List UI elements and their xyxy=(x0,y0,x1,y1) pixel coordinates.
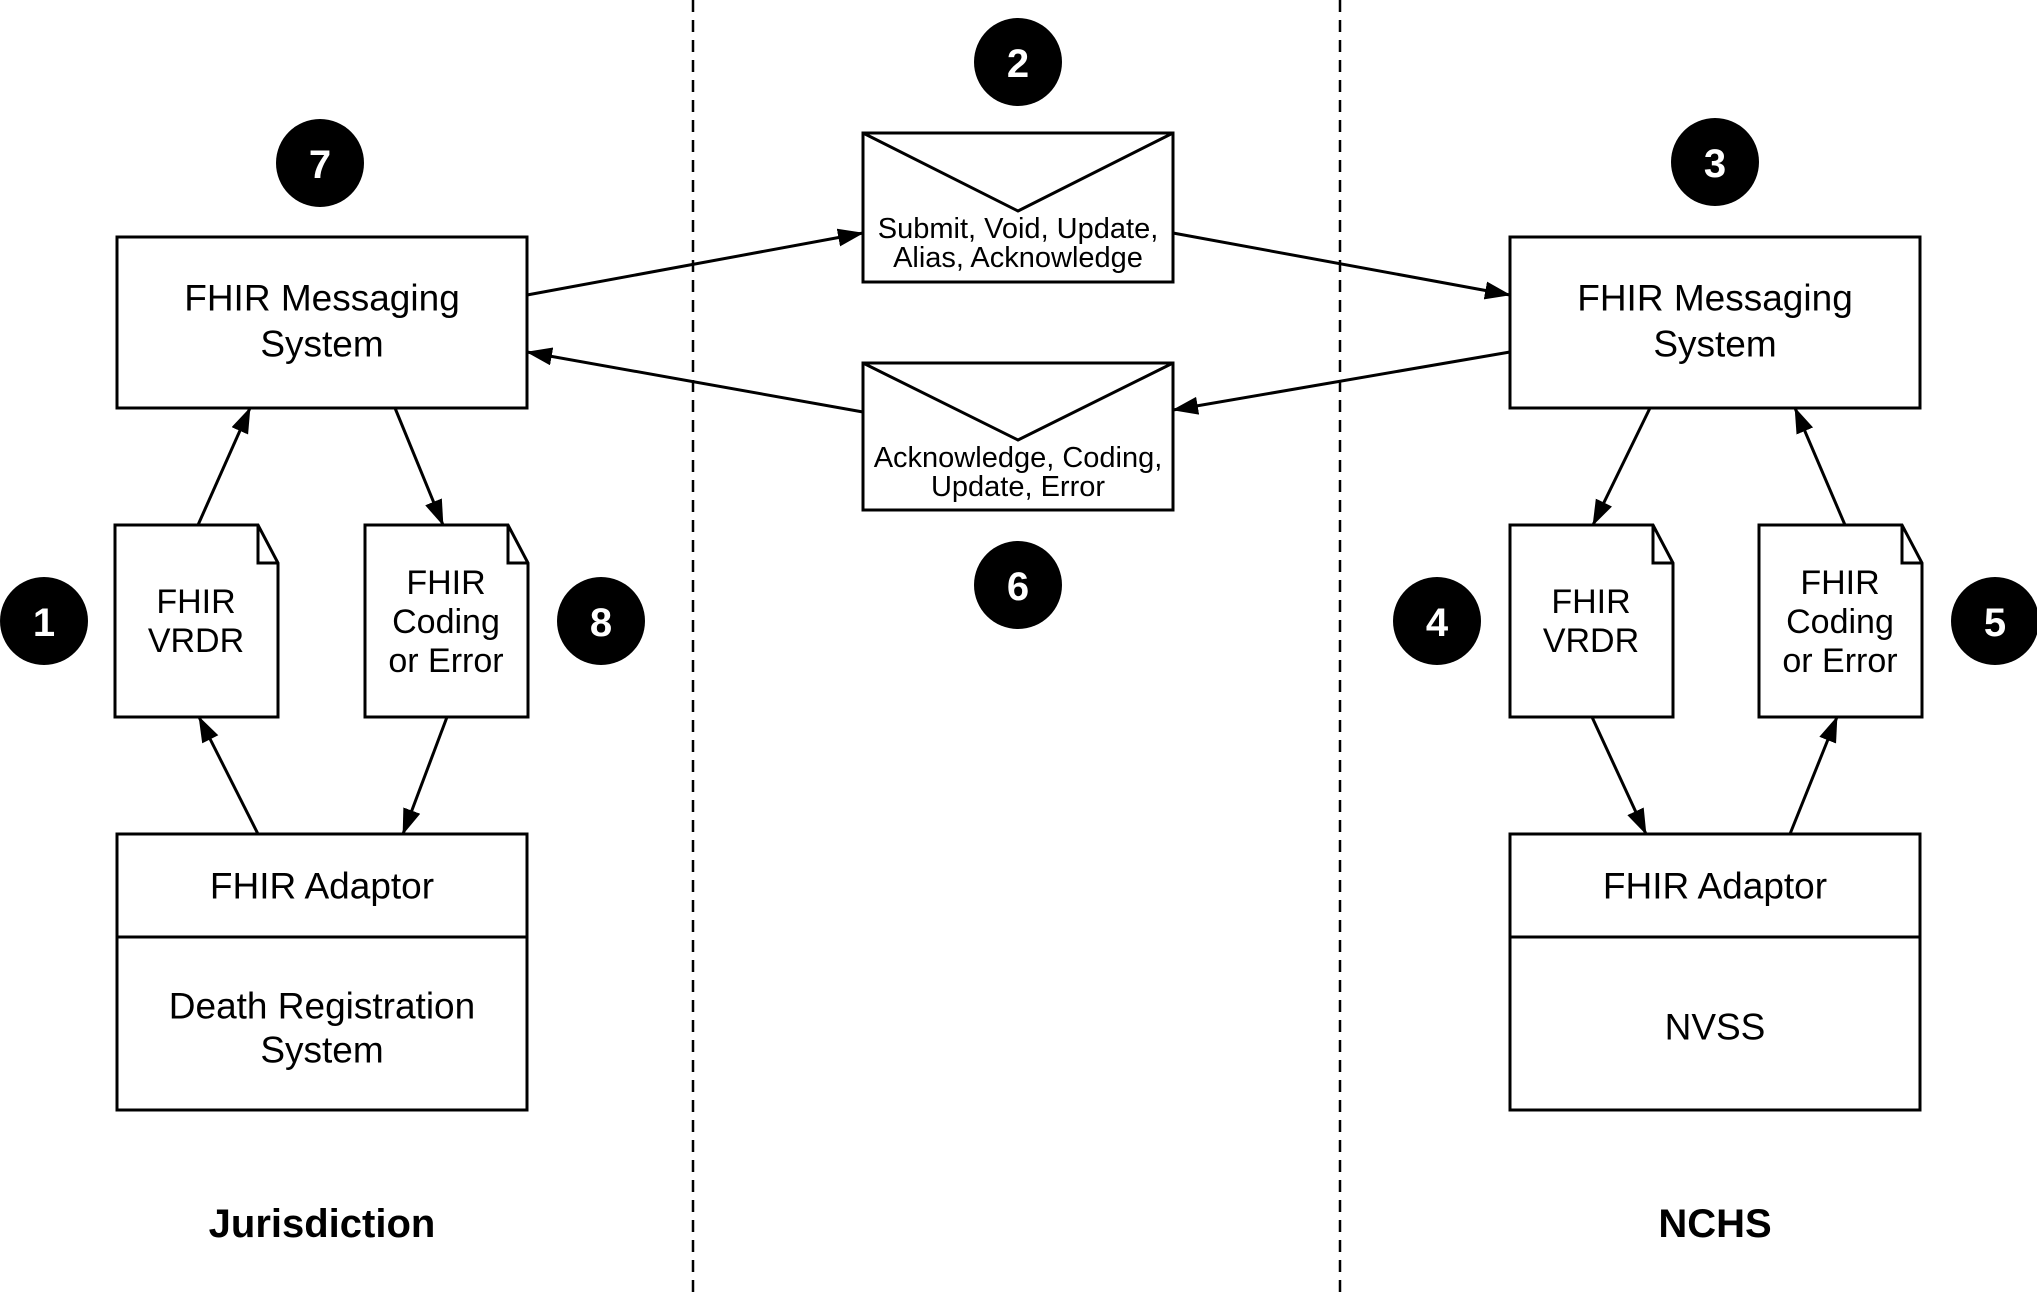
nchs-vrdr-label-line1: FHIR xyxy=(1551,583,1630,621)
step-badge-7: 7 xyxy=(276,119,364,207)
step-number: 8 xyxy=(590,601,612,645)
nchs-vrdr-document: FHIR VRDR xyxy=(1508,523,1675,719)
document-fold-icon xyxy=(1651,525,1673,565)
arrow-response-envelope-to-jurisdiction xyxy=(526,347,864,414)
step-badge-6: 6 xyxy=(974,541,1062,629)
step-badge-2: 2 xyxy=(974,18,1062,106)
document-fold-icon xyxy=(506,525,528,565)
arrow-coding-to-nchs-messaging xyxy=(1793,407,1847,526)
arrow-nchs-messaging-to-vrdr xyxy=(1591,407,1652,526)
nchs-coding-label-line3: or Error xyxy=(1782,642,1897,680)
document-fold-icon xyxy=(1900,525,1922,565)
jurisdiction-vrdr-document: FHIR VRDR xyxy=(113,523,280,719)
jurisdiction-vrdr-label-line1: FHIR xyxy=(156,583,235,621)
arrow-nchs-to-response-envelope xyxy=(1172,350,1511,415)
jurisdiction-lane-label: Jurisdiction xyxy=(209,1202,436,1246)
nchs-vrdr-label-line2: VRDR xyxy=(1543,622,1639,660)
request-envelope: Submit, Void, Update, Alias, Acknowledge xyxy=(861,131,1175,284)
nchs-messaging-label-line2: System xyxy=(1653,324,1776,365)
jurisdiction-coding-label-line3: or Error xyxy=(388,642,503,680)
step-badge-5: 5 xyxy=(1951,577,2037,665)
request-envelope-label-line1: Submit, Void, Update, xyxy=(878,213,1159,245)
step-number: 5 xyxy=(1984,601,2006,645)
jurisdiction-messaging-label-line1: FHIR Messaging xyxy=(184,278,460,319)
arrow-vrdr-to-jurisdiction-messaging xyxy=(196,407,252,526)
jurisdiction-vrdr-label-line2: VRDR xyxy=(148,622,244,660)
nchs-messaging-box: FHIR Messaging System xyxy=(1508,235,1922,410)
step-badge-1: 1 xyxy=(0,577,88,665)
nchs-messaging-label-line1: FHIR Messaging xyxy=(1577,278,1853,319)
step-badge-8: 8 xyxy=(557,577,645,665)
jurisdiction-messaging-label-line2: System xyxy=(260,324,383,365)
jurisdiction-messaging-box: FHIR Messaging System xyxy=(115,235,529,410)
jurisdiction-coding-document: FHIR Coding or Error xyxy=(363,523,530,719)
jurisdiction-system-label-line1: Death Registration xyxy=(169,986,475,1027)
nchs-coding-label-line2: Coding xyxy=(1786,603,1894,641)
step-number: 3 xyxy=(1704,142,1726,186)
jurisdiction-system-label-line2: System xyxy=(260,1030,383,1071)
step-number: 2 xyxy=(1007,42,1029,86)
step-number: 1 xyxy=(33,601,55,645)
nchs-coding-document: FHIR Coding or Error xyxy=(1757,523,1924,719)
nchs-adaptor-box: FHIR Adaptor NVSS xyxy=(1508,832,1922,1112)
jurisdiction-coding-label-line2: Coding xyxy=(392,603,500,641)
jurisdiction-coding-label-line1: FHIR xyxy=(406,564,485,602)
request-envelope-label-line2: Alias, Acknowledge xyxy=(893,242,1143,274)
nchs-coding-label-line1: FHIR xyxy=(1800,564,1879,602)
arrow-jurisdiction-messaging-to-coding xyxy=(393,407,445,526)
arrow-vrdr-to-adaptor-nchs xyxy=(1590,716,1648,835)
document-fold-icon xyxy=(256,525,278,565)
nchs-lane-label: NCHS xyxy=(1658,1202,1771,1246)
step-number: 4 xyxy=(1426,601,1449,645)
arrow-coding-to-adaptor-jurisdiction xyxy=(401,716,449,835)
arrow-adaptor-to-coding-nchs xyxy=(1788,716,1839,835)
arrow-request-envelope-to-nchs xyxy=(1172,231,1511,300)
jurisdiction-adaptor-box: FHIR Adaptor Death Registration System xyxy=(115,832,529,1112)
jurisdiction-adaptor-label: FHIR Adaptor xyxy=(210,866,434,907)
envelope-flap-icon xyxy=(862,361,1174,442)
step-number: 6 xyxy=(1007,565,1029,609)
response-envelope: Acknowledge, Coding, Update, Error xyxy=(861,361,1175,512)
response-envelope-label-line1: Acknowledge, Coding, xyxy=(874,442,1163,474)
arrow-jurisdiction-to-request-envelope xyxy=(526,228,864,297)
response-envelope-label-line2: Update, Error xyxy=(931,471,1105,503)
step-number: 7 xyxy=(309,143,331,187)
step-badge-3: 3 xyxy=(1671,118,1759,206)
step-badge-4: 4 xyxy=(1393,577,1481,665)
envelope-flap-icon xyxy=(862,131,1174,213)
nchs-system-label: NVSS xyxy=(1665,1007,1766,1048)
arrow-adaptor-to-vrdr-jurisdiction xyxy=(197,716,260,835)
nchs-adaptor-label: FHIR Adaptor xyxy=(1603,866,1827,907)
